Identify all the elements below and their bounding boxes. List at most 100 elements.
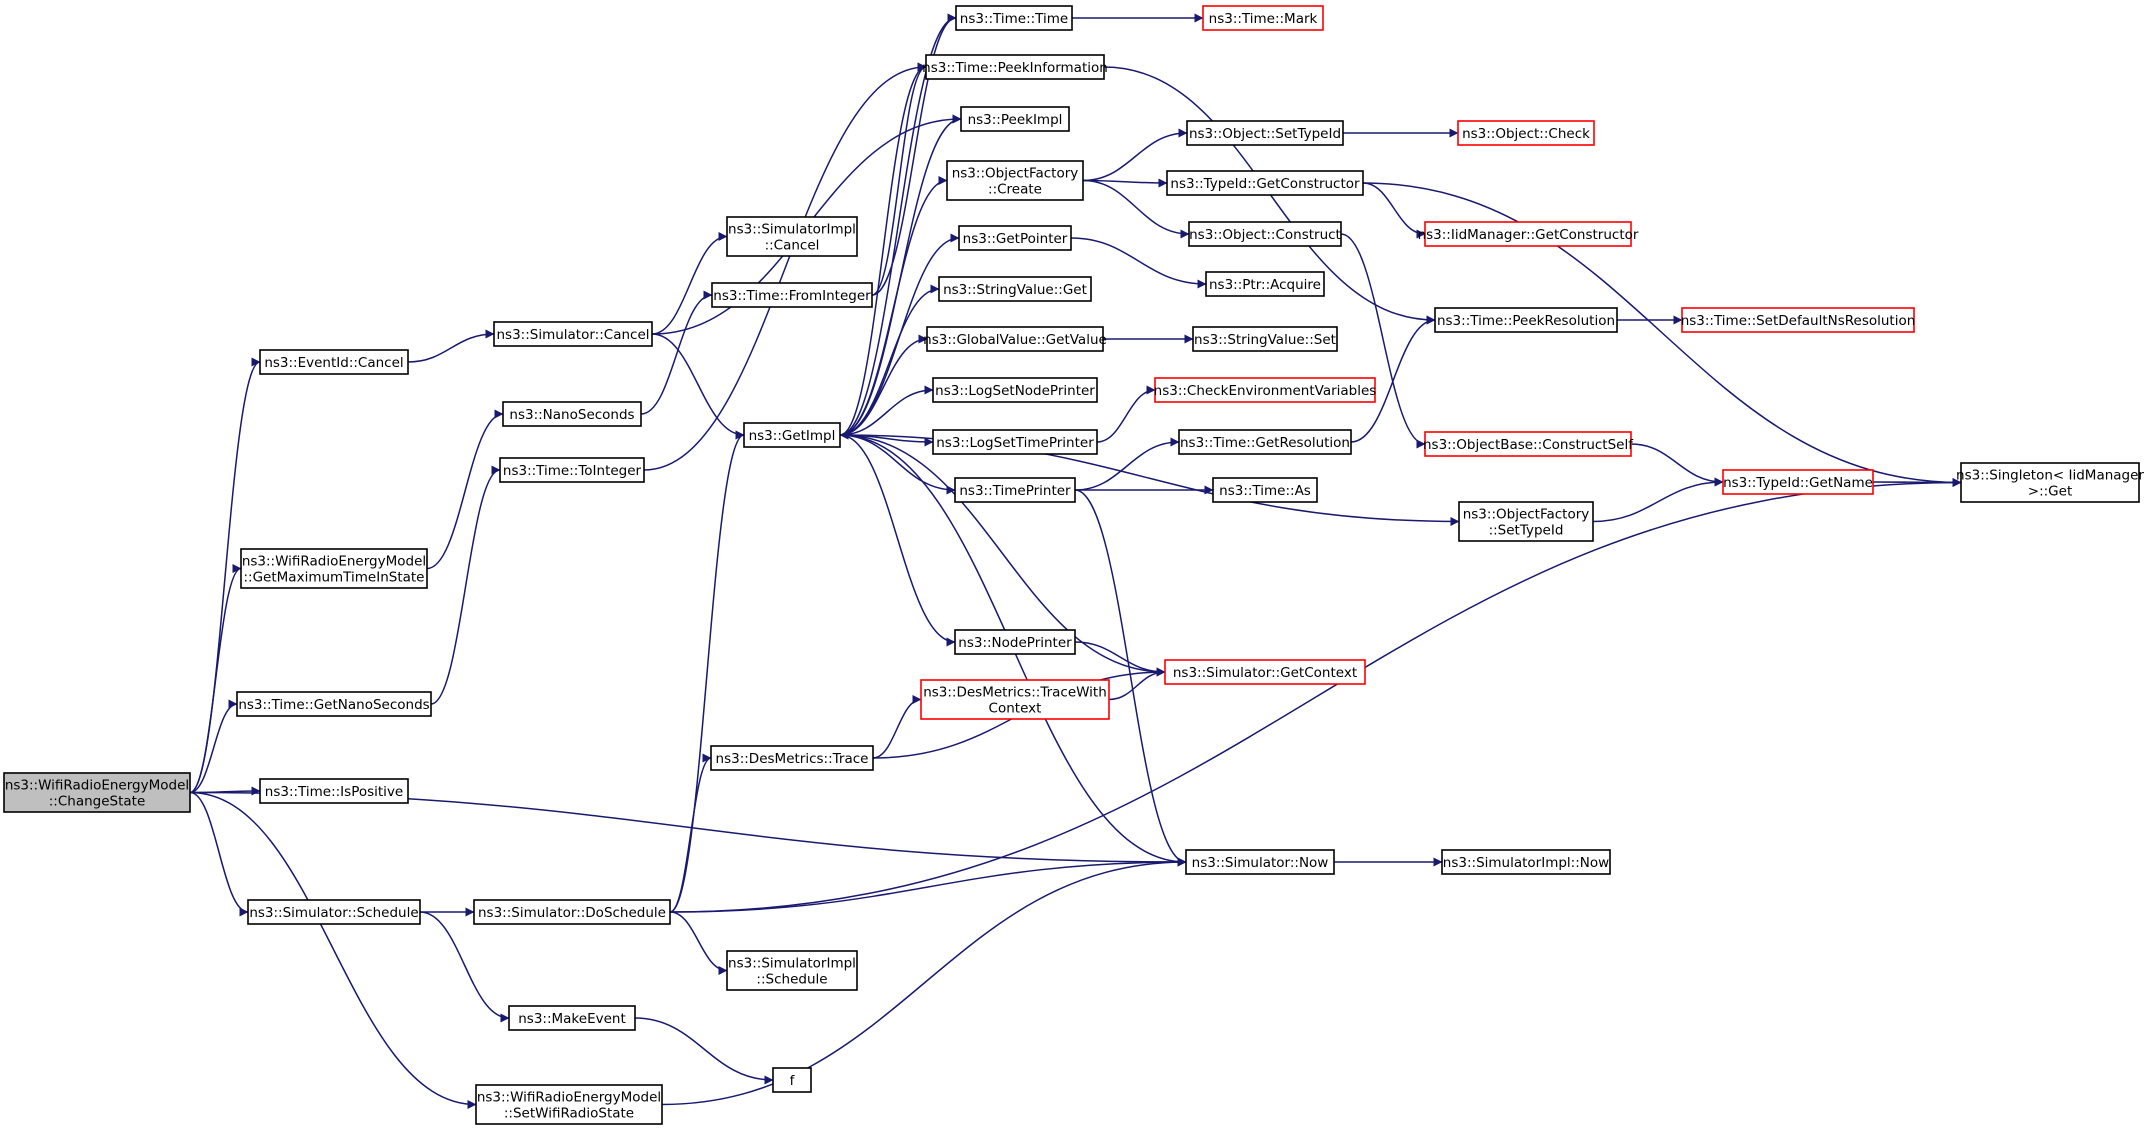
node-get-nanoseconds[interactable]: ns3::Time::GetNanoSeconds [236,691,432,717]
edge-line [669,478,1962,913]
node-sim-getcontext[interactable]: ns3::Simulator::GetContext [1164,659,1366,685]
node-label: ns3::Time::PeekResolution [1437,313,1615,329]
node-sim-now[interactable]: ns3::Simulator::Now [1185,849,1335,875]
node-nanoseconds[interactable]: ns3::NanoSeconds [502,401,642,427]
node-label: ::Schedule [756,972,827,988]
node-label: ns3::ObjectFactory [1463,507,1590,523]
node-box [1185,849,1335,875]
edge-line [839,334,928,436]
node-log-set-node-printer[interactable]: ns3::LogSetNodePrinter [932,377,1098,403]
node-stringvalue-set[interactable]: ns3::StringValue::Set [1192,326,1338,352]
node-sim-schedule[interactable]: ns3::Simulator::Schedule [247,899,421,925]
node-objbase-constructself[interactable]: ns3::ObjectBase::ConstructSelf [1423,431,1634,457]
node-check-env[interactable]: ns3::CheckEnvironmentVariables [1154,377,1377,403]
node-box [1960,462,2140,503]
node-iid-getctor[interactable]: ns3::IidManager::GetConstructor [1418,221,1639,247]
node-is-positive[interactable]: ns3::Time::IsPositive [259,778,409,804]
node-globalvalue-getvalue[interactable]: ns3::GlobalValue::GetValue [923,326,1107,352]
edge-line [1074,437,1180,491]
node-label: ::Cancel [765,238,820,254]
edge-line [839,434,956,647]
node-stringvalue-get[interactable]: ns3::StringValue::Get [938,276,1092,302]
node-simimpl-now[interactable]: ns3::SimulatorImpl::Now [1441,849,1611,875]
node-label: ns3::Object::Construct [1189,227,1341,243]
node-object-check[interactable]: ns3::Object::Check [1457,120,1595,146]
edge-line [430,465,501,705]
node-label: ns3::DesMetrics::TraceWith [923,685,1107,701]
edge-do_schedule-to-get_impl [669,430,745,913]
node-singleton-get[interactable]: ns3::Singleton< IidManager>::Get [1956,462,2144,503]
node-label: ns3::Time::PeekInformation [922,60,1108,76]
node-eventid-cancel[interactable]: ns3::EventId::Cancel [259,349,409,375]
node-f[interactable]: f [772,1067,812,1093]
edge-get_nanoseconds-to-to_integer [430,465,501,705]
node-label: ns3::Singleton< IidManager [1956,468,2144,484]
edge-line [651,232,728,335]
node-peek-impl[interactable]: ns3::PeekImpl [960,106,1070,132]
node-box [3,772,191,813]
node-simimpl-cancel[interactable]: ns3::SimulatorImpl::Cancel [726,216,858,257]
node-label: ns3::NodePrinter [958,635,1072,651]
edge-line [1630,443,1724,487]
node-simimpl-schedule[interactable]: ns3::SimulatorImpl::Schedule [726,950,858,991]
node-label: ns3::Time::GetResolution [1180,435,1350,451]
edge-get_impl-to-of_create [839,176,948,436]
node-label: ns3::Time::IsPositive [265,784,403,800]
node-obj-settypeid[interactable]: ns3::Object::SetTypeId [1186,120,1344,146]
node-box [1164,659,1366,685]
edge-line [872,695,922,759]
node-label: ns3::GetPointer [963,231,1068,247]
node-box [475,1084,663,1125]
node-set-wifi-state[interactable]: ns3::WifiRadioEnergyModel::SetWifiRadioS… [475,1084,663,1125]
node-time-as[interactable]: ns3::Time::As [1212,477,1318,503]
node-make-event[interactable]: ns3::MakeEvent [508,1005,636,1031]
node-of-settypeid[interactable]: ns3::ObjectFactory::SetTypeId [1458,501,1594,542]
edge-line [1074,489,1187,867]
node-time-time[interactable]: ns3::Time::Time [955,5,1073,31]
node-typeid-getname[interactable]: ns3::TypeId::GetName [1722,469,1874,495]
node-peek-info[interactable]: ns3::Time::PeekInformation [922,54,1108,80]
node-do-schedule[interactable]: ns3::Simulator::DoSchedule [473,899,671,925]
node-time-mark[interactable]: ns3::Time::Mark [1202,5,1324,31]
node-set-default-ns[interactable]: ns3::Time::SetDefaultNsResolution [1681,307,1916,333]
edge-line [189,699,238,794]
edge-line [871,13,957,296]
node-of-create[interactable]: ns3::ObjectFactory::Create [946,160,1084,201]
node-get-impl[interactable]: ns3::GetImpl [743,422,841,448]
edge-line [1362,182,1962,487]
node-box [1212,477,1318,503]
edge-line [651,333,745,440]
node-to-integer[interactable]: ns3::Time::ToInteger [499,457,645,483]
node-label: ns3::WifiRadioEnergyModel [5,778,189,794]
node-node-printer[interactable]: ns3::NodePrinter [954,629,1076,655]
node-log-set-time-printer[interactable]: ns3::LogSetTimePrinter [932,429,1098,455]
node-des-trace[interactable]: ns3::DesMetrics::Trace [710,745,874,771]
node-box [259,778,409,804]
node-get-max-time[interactable]: ns3::WifiRadioEnergyModel::GetMaximumTim… [240,548,428,589]
node-root: ns3::WifiRadioEnergyModel::ChangeState [3,772,191,813]
node-label: ns3::WifiRadioEnergyModel [477,1090,661,1106]
node-from-integer[interactable]: ns3::Time::FromInteger [711,282,873,308]
node-typeid-getctor[interactable]: ns3::TypeId::GetConstructor [1166,170,1364,196]
node-box [499,457,645,483]
edge-line [839,176,948,436]
edge-nanoseconds-to-from_integer [640,290,713,415]
edge-line [1074,641,1166,677]
edge-node_printer-to-sim_getcontext [1074,641,1166,677]
node-label: ::SetWifiRadioState [504,1106,634,1122]
edge-from_integer-to-time_time [871,13,957,296]
node-get-pointer[interactable]: ns3::GetPointer [958,225,1072,251]
node-label: ns3::LogSetNodePrinter [935,383,1095,399]
node-sim-cancel[interactable]: ns3::Simulator::Cancel [493,321,653,347]
edge-line [1082,178,1168,188]
node-label: >::Get [2028,484,2072,500]
node-box [236,691,432,717]
node-obj-construct[interactable]: ns3::Object::Construct [1188,221,1342,247]
node-peek-resolution[interactable]: ns3::Time::PeekResolution [1434,307,1618,333]
edge-sim_schedule-to-make_event [419,911,510,1023]
node-ptr-acquire[interactable]: ns3::Ptr::Acquire [1205,271,1325,297]
node-time-getres[interactable]: ns3::Time::GetResolution [1178,429,1352,455]
node-time-printer[interactable]: ns3::TimePrinter [954,477,1076,503]
